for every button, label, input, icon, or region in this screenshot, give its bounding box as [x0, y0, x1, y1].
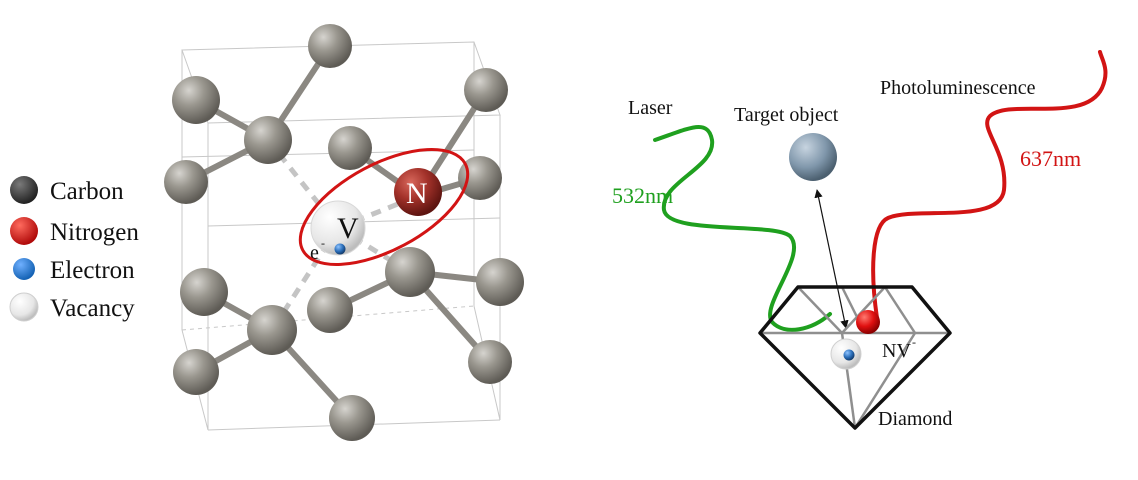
vacancy-atom — [310, 200, 366, 256]
legend-item-nitrogen: Nitrogen — [10, 217, 139, 246]
lattice-diagram: V e - N — [164, 24, 524, 441]
interaction-arrow — [814, 189, 849, 329]
photoluminescence-label: Photoluminescence — [880, 77, 1036, 99]
carbon-atom — [180, 268, 228, 316]
legend-item-carbon: Carbon — [10, 176, 124, 205]
carbon-atom — [458, 156, 502, 200]
laser-wave — [653, 125, 832, 332]
nitrogen-letter: N — [406, 177, 428, 210]
pl-wavelength-label: 637nm — [1020, 146, 1081, 171]
legend-label-nitrogen: Nitrogen — [50, 219, 139, 246]
carbon-atom — [468, 340, 512, 384]
carbon-atom — [172, 76, 220, 124]
nv-electron-icon — [843, 349, 855, 361]
nv-charge: - — [912, 335, 916, 349]
diamond-label: Diamond — [878, 408, 952, 430]
electron-label: e — [310, 242, 319, 264]
photoluminescence-wave — [871, 50, 1108, 320]
nv-nitrogen-icon — [856, 310, 880, 334]
electron-swatch-icon — [13, 258, 35, 280]
legend-label-electron: Electron — [50, 257, 135, 284]
electron-dot-icon — [334, 243, 346, 255]
carbon-swatch-icon — [10, 176, 38, 204]
laser-wavelength-label: 532nm — [612, 183, 673, 208]
carbon-atom — [173, 349, 219, 395]
target-label: Target object — [734, 104, 839, 126]
carbon-atom — [464, 68, 508, 112]
carbon-atom — [164, 160, 208, 204]
carbon-atoms — [164, 24, 524, 441]
carbon-atom — [385, 247, 435, 297]
carbon-atom — [329, 395, 375, 441]
legend-label-vacancy: Vacancy — [50, 295, 135, 322]
nitrogen-atom — [394, 168, 442, 216]
vacancy-letter: V — [337, 212, 359, 245]
diamond-shape — [758, 285, 952, 430]
legend-label-carbon: Carbon — [50, 178, 124, 205]
electron-charge: - — [321, 236, 325, 250]
carbon-atom — [244, 116, 292, 164]
carbon-atom — [476, 258, 524, 306]
carbon-atom — [307, 287, 353, 333]
nitrogen-swatch-icon — [10, 217, 38, 245]
carbon-atom — [328, 126, 372, 170]
legend: Carbon Nitrogen Electron Vacancy — [9, 176, 139, 322]
nitrogen-site: N — [394, 168, 442, 216]
carbon-atom — [308, 24, 352, 68]
carbon-atom — [247, 305, 297, 355]
nv-center-highlight — [298, 147, 470, 267]
vacancy-swatch-icon — [9, 292, 39, 322]
vacancy-site: V e - — [310, 200, 366, 264]
sensing-scheme: Laser 532nm Target object Photoluminesce… — [612, 50, 1108, 430]
legend-item-vacancy: Vacancy — [9, 292, 135, 322]
target-object-icon — [789, 133, 837, 181]
legend-item-electron: Electron — [13, 257, 135, 284]
nv-label: NV — [882, 340, 911, 362]
laser-label: Laser — [628, 97, 673, 119]
